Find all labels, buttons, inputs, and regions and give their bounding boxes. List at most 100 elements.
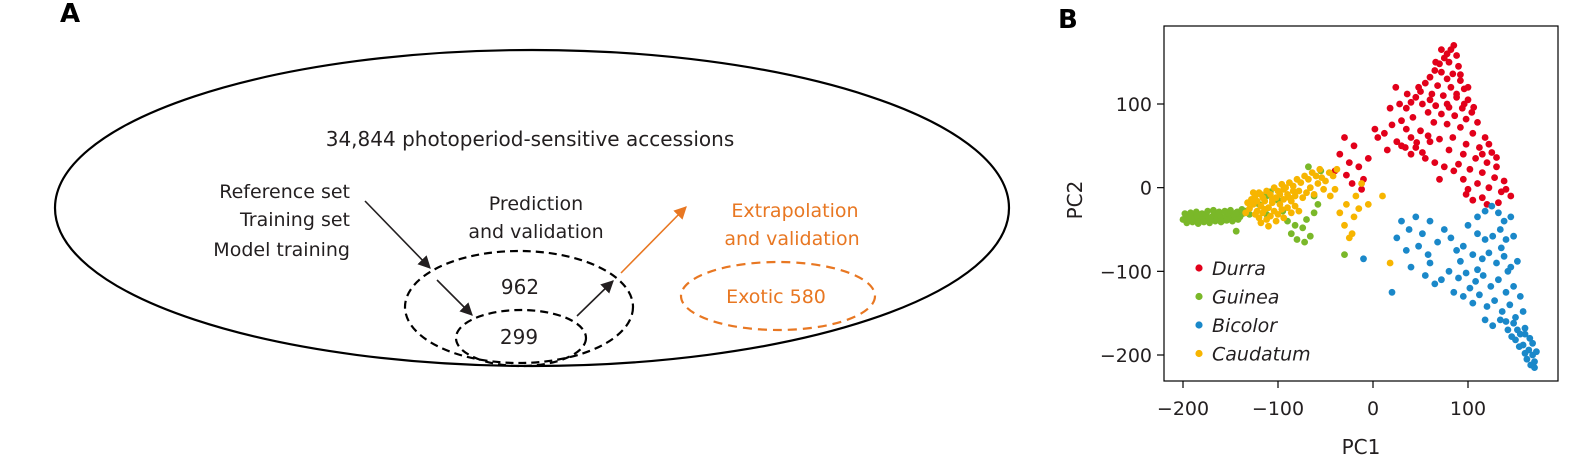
reference-to-prediction-arrow: [364, 200, 431, 269]
exotic-count-label: Exotic 580: [726, 286, 826, 308]
guinea-point: [1183, 219, 1191, 227]
durra-point: [1401, 144, 1409, 151]
durra-point: [1469, 129, 1477, 137]
durra-point: [1455, 62, 1462, 70]
durra-point: [1439, 92, 1447, 99]
caudatum-point: [1280, 196, 1288, 203]
bicolor-point: [1469, 251, 1477, 258]
bicolor-point: [1459, 242, 1467, 250]
caudatum-point: [1343, 201, 1350, 208]
durra-point: [1431, 67, 1439, 74]
durra-point: [1470, 103, 1478, 111]
caudatum-point: [1280, 214, 1288, 222]
bicolor-point: [1531, 364, 1538, 371]
bicolor-point: [1360, 255, 1367, 263]
guinea-point: [1341, 251, 1348, 258]
caudatum-point: [1348, 230, 1356, 238]
durra-point: [1485, 184, 1493, 192]
durra-point: [1436, 175, 1443, 183]
bicolor-point: [1426, 259, 1434, 267]
durra-point: [1419, 149, 1426, 156]
bicolor-point: [1438, 276, 1445, 284]
durra-point: [1464, 185, 1472, 193]
bicolor-point: [1489, 322, 1497, 330]
model-training-label: Model training: [213, 239, 350, 261]
durra-point: [1493, 163, 1500, 171]
durra-point: [1402, 125, 1410, 133]
bicolor-point: [1457, 257, 1464, 265]
bicolor-point: [1398, 217, 1405, 225]
bicolor-point: [1502, 236, 1510, 243]
durra-point: [1445, 58, 1453, 66]
guinea-point: [1198, 210, 1206, 218]
guinea-point: [1229, 217, 1236, 225]
caudatum-point: [1249, 189, 1257, 197]
durra-point: [1407, 98, 1415, 106]
bicolor-point: [1495, 276, 1502, 284]
durra-point: [1426, 73, 1434, 81]
bicolor-point: [1493, 259, 1500, 267]
caudatum-point: [1320, 185, 1327, 193]
bicolor-point: [1506, 301, 1514, 309]
bicolor-point: [1405, 226, 1413, 233]
bicolor-point: [1521, 324, 1529, 332]
guinea-point: [1210, 206, 1217, 214]
caudatum-point: [1358, 180, 1365, 187]
caudatum-point: [1297, 179, 1305, 187]
durra-point: [1474, 180, 1481, 187]
durra-point: [1476, 144, 1483, 151]
caudatum-point: [1268, 196, 1276, 203]
bicolor-point: [1510, 232, 1517, 240]
caudatum-point: [1267, 212, 1274, 220]
durra-point: [1462, 191, 1470, 198]
caudatum-point: [1336, 209, 1344, 217]
training-count: 299: [500, 325, 538, 349]
extrapolation-label: Extrapolation: [731, 200, 858, 222]
bicolor-point: [1424, 251, 1432, 258]
caudatum-point: [1322, 177, 1329, 185]
reference-set-label: Reference set: [219, 181, 350, 203]
guinea-point: [1314, 201, 1322, 208]
durra-point: [1430, 119, 1438, 126]
durra-point: [1336, 150, 1344, 158]
durra-point: [1440, 163, 1448, 171]
bicolor-point: [1450, 288, 1458, 296]
durra-point: [1426, 138, 1434, 146]
bicolor-point: [1447, 234, 1455, 242]
bicolor-point: [1487, 283, 1495, 290]
caudatum-point: [1316, 165, 1324, 173]
bicolor-point: [1434, 238, 1441, 246]
durra-point: [1341, 134, 1348, 141]
durra-point: [1478, 169, 1486, 177]
bicolor-point: [1407, 263, 1415, 271]
caudatum-point: [1274, 211, 1282, 218]
prediction-to-training-arrow: [436, 279, 473, 316]
bicolor-point: [1474, 230, 1481, 238]
durra-point: [1386, 104, 1394, 112]
caudatum-point: [1329, 172, 1337, 180]
bicolor-point: [1472, 278, 1479, 285]
durra-point: [1469, 196, 1477, 204]
bicolor-point: [1519, 308, 1527, 315]
legend-label-guinea: Guinea: [1212, 287, 1279, 309]
durra-point: [1495, 199, 1502, 207]
bicolor-point: [1388, 288, 1396, 296]
caudatum-point: [1278, 206, 1286, 213]
durra-point: [1447, 83, 1455, 91]
durra-point: [1396, 100, 1403, 108]
bicolor-point: [1521, 330, 1529, 338]
caudatum-point: [1314, 180, 1322, 187]
caudatum-point: [1305, 175, 1312, 183]
durra-point: [1421, 155, 1429, 162]
bicolor-point: [1504, 267, 1512, 275]
durra-point: [1432, 58, 1440, 66]
y-tick-label: −100: [1100, 261, 1152, 283]
durra-point: [1350, 142, 1358, 150]
caudatum-point: [1253, 197, 1261, 205]
bicolor-point: [1462, 269, 1470, 277]
guinea-point: [1232, 209, 1240, 217]
caudatum-point: [1364, 201, 1372, 208]
scatter-points: [1179, 42, 1540, 371]
